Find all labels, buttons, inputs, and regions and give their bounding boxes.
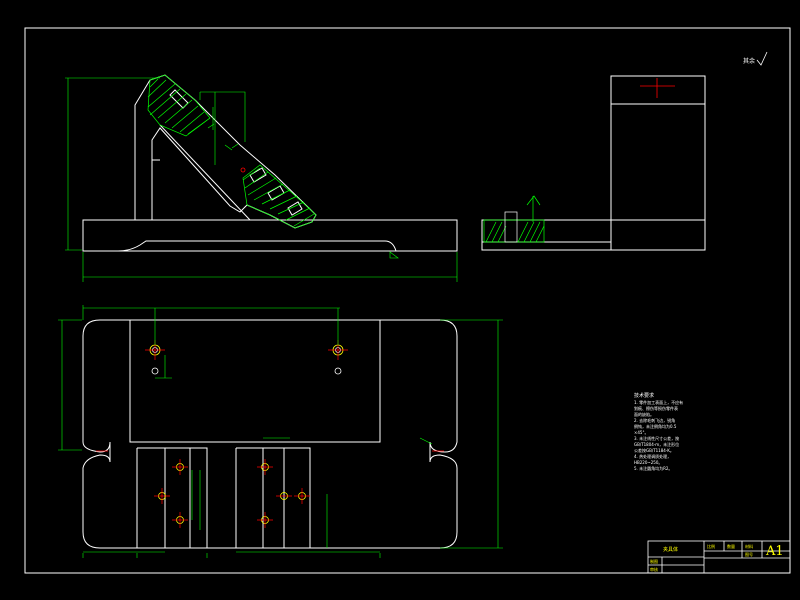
notes-line-9: 公差按GB/T1184-K。 [634, 447, 674, 453]
notes-line-11: HB220~250。 [634, 460, 662, 465]
top-dimensions [58, 305, 503, 558]
top-center-lines [96, 340, 444, 528]
notes-line-10: 4. 热处理调质处理， [634, 453, 671, 459]
side-view [481, 75, 706, 251]
side-column [610, 75, 706, 251]
title-block: 夹具体 A1 比例 数量 材料 图号 制图 审核 [647, 540, 791, 574]
side-base-plate [481, 219, 706, 251]
front-hatching [147, 74, 317, 229]
cell-material: 材料 [745, 543, 753, 549]
top-view [58, 305, 503, 558]
front-support-outline [134, 74, 317, 229]
roughness-note-text: 其余 [743, 57, 755, 65]
notes-line-6: ×45°。 [634, 430, 648, 435]
row-drafter: 制图 [650, 558, 658, 564]
top-holes [149, 344, 344, 524]
notes-title: 技术要求 [634, 392, 654, 399]
roughness-note: 其余 [743, 51, 768, 66]
notes-line-1: 1. 零件加工表面上，不应有 [634, 399, 683, 405]
part-name: 夹具体 [663, 546, 678, 553]
front-base-groove [117, 240, 397, 252]
roughness-symbol-icon [756, 51, 768, 66]
front-dimensions [65, 77, 458, 282]
cell-scale: 比例 [707, 543, 715, 549]
top-clamp-left [136, 447, 208, 548]
cell-qty: 数量 [727, 543, 735, 549]
notes-line-5: 倒钝，未注倒角均为0.5 [634, 423, 677, 429]
drawing-frame [24, 27, 791, 574]
side-hatching [483, 195, 545, 243]
notes-line-4: 2. 去除毛刺飞边，锐角 [634, 417, 675, 423]
top-plate-outline [82, 319, 458, 549]
top-clamp-right [235, 447, 311, 548]
hole-4 [334, 367, 342, 375]
front-center-mark [240, 167, 246, 173]
notes-line-2: 划痕、擦伤等损伤零件表 [634, 405, 678, 411]
top-raised-pad [129, 320, 381, 443]
front-view [65, 74, 458, 282]
front-base-plate [82, 219, 458, 252]
technical-notes: 技术要求 1. 零件加工表面上，不应有 划痕、擦伤等损伤零件表 面的缺陷。 2.… [634, 392, 683, 471]
front-inner-slope [159, 124, 251, 221]
notes-line-7: 3. 未注线性尺寸公差，按 [634, 435, 679, 441]
sheet-size: A1 [765, 544, 784, 559]
row-reviewer: 审核 [650, 566, 658, 572]
cell-drawing-no: 图号 [745, 551, 753, 557]
notes-line-12: 5. 未注圆角均为R2。 [634, 465, 672, 471]
notes-line-8: GB/T1804-m，未注形位 [634, 441, 679, 447]
side-center-line [640, 78, 675, 98]
notes-line-3: 面的缺陷。 [634, 411, 654, 417]
hole-3 [151, 367, 159, 375]
